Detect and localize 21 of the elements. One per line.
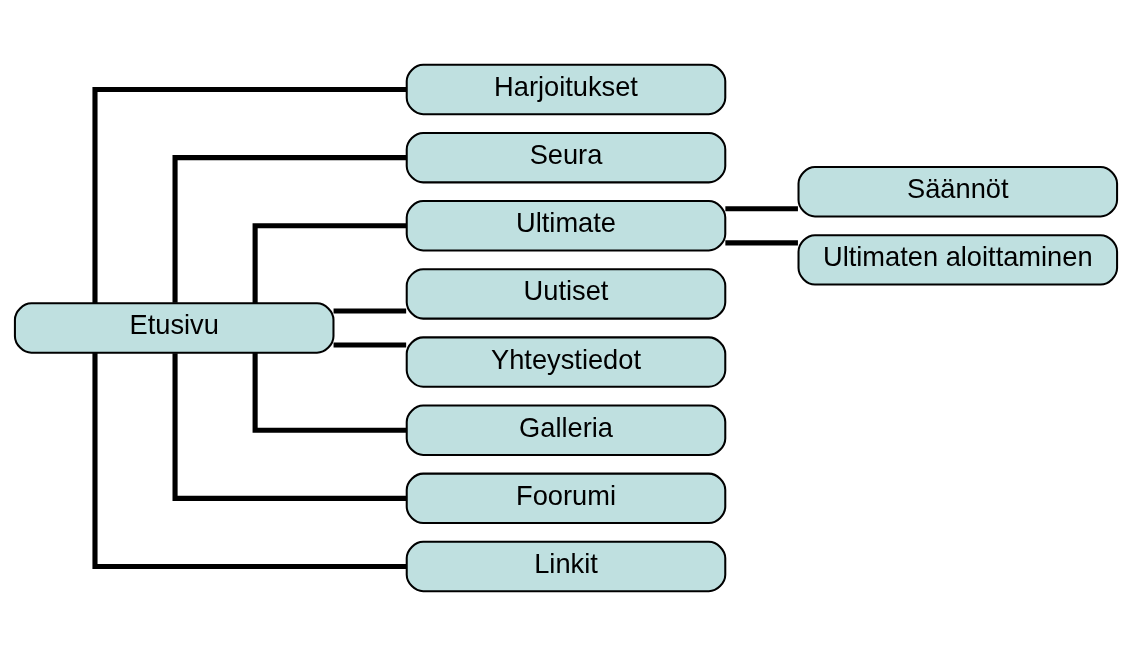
- node-box: Seura: [405, 131, 727, 183]
- connector: [92, 86, 407, 303]
- connector: [333, 341, 407, 348]
- connector: [725, 239, 798, 245]
- node-box: Foorumi: [405, 472, 727, 524]
- connector: [172, 352, 407, 501]
- node-box: Linkit: [405, 540, 727, 592]
- connector: [252, 352, 407, 433]
- node-box: Säännöt: [797, 165, 1119, 217]
- connector: [333, 307, 407, 314]
- node-box: Etusivu: [13, 301, 335, 354]
- connector: [725, 205, 798, 211]
- node-box: Yhteystiedot: [405, 335, 727, 388]
- node-box: Ultimaten aloittaminen: [797, 233, 1119, 286]
- connector: [252, 222, 407, 303]
- node-box: Harjoitukset: [405, 63, 727, 115]
- node-box: Ultimate: [405, 199, 727, 251]
- connector: [172, 154, 407, 303]
- node-box: Uutiset: [405, 267, 727, 320]
- connector: [92, 352, 407, 569]
- node-box: Galleria: [405, 404, 727, 456]
